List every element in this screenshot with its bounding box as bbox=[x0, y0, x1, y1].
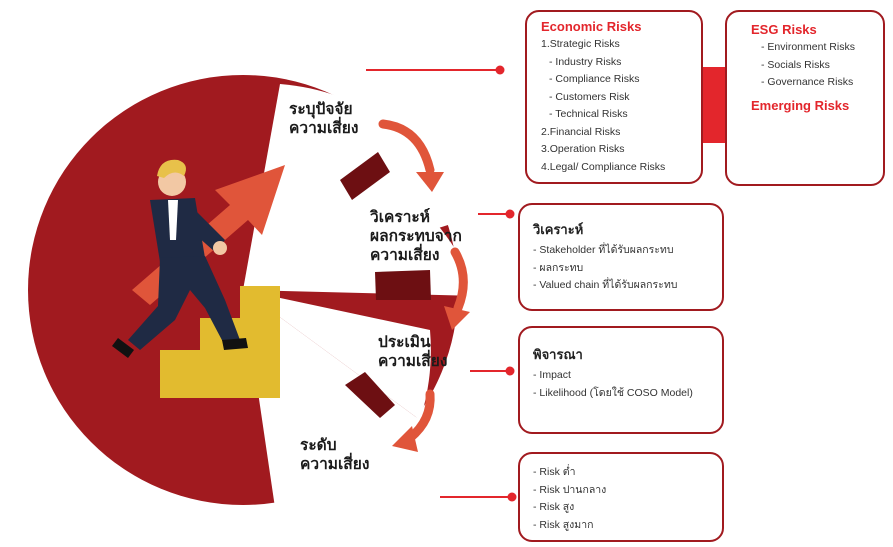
list-item: 3.Operation Risks bbox=[541, 143, 625, 155]
climber-illustration bbox=[112, 159, 285, 358]
stage-label-analyze: วิเคราะห์ ผลกระทบจาก ความเสี่ยง bbox=[370, 209, 462, 264]
stage-panel-level bbox=[243, 290, 420, 528]
list-item: - Risk สูง bbox=[533, 501, 575, 513]
list-item: - Compliance Risks bbox=[549, 73, 640, 85]
economic-risks-title: Economic Risks bbox=[541, 19, 642, 34]
arrow-head bbox=[392, 426, 418, 452]
connector-dot bbox=[505, 366, 515, 376]
separator bbox=[375, 270, 431, 300]
list-item: - Risk สูงมาก bbox=[533, 518, 594, 531]
analyze-title: วิเคราะห์ bbox=[533, 222, 584, 237]
list-item: - Technical Risks bbox=[549, 108, 628, 120]
list-item: - Risk ต่ำ bbox=[533, 466, 576, 478]
stage-label-level: ระดับ ความเสี่ยง bbox=[300, 437, 370, 473]
consider-box: พิจารณา - Impact - Likelihood (โดยใช้ CO… bbox=[518, 326, 724, 434]
stage-label-assess: ประเมิน ความเสี่ยง bbox=[378, 334, 448, 370]
list-item: 2.Financial Risks bbox=[541, 125, 621, 138]
list-item: - Risk ปานกลาง bbox=[533, 483, 607, 496]
connector-dot bbox=[495, 65, 505, 75]
list-item: - ผลกระทบ bbox=[533, 261, 584, 274]
arrow-head bbox=[444, 306, 470, 330]
economic-risks-box: Economic Risks 1.Strategic Risks - Indus… bbox=[525, 10, 703, 184]
list-item: - Likelihood (โดยใช้ COSO Model) bbox=[533, 386, 693, 399]
stage-panel-analyze bbox=[243, 178, 478, 296]
connector-dot bbox=[507, 492, 517, 502]
esg-risks-box: ESG Risks - Environment Risks - Socials … bbox=[725, 10, 885, 186]
list-item: - Valued chain ที่ได้รับผลกระทบ bbox=[533, 279, 678, 291]
list-item: - Industry Risks bbox=[549, 55, 622, 68]
stage-label-identify: ระบุปัจจัย ความเสี่ยง bbox=[289, 101, 359, 137]
list-item: - Stakeholder ที่ได้รับผลกระทบ bbox=[533, 244, 674, 256]
connector-dot bbox=[505, 209, 515, 219]
stage-panel-assess bbox=[243, 290, 431, 420]
flow-arrow bbox=[378, 119, 435, 175]
flow-arrow bbox=[450, 247, 468, 313]
risk-levels-box: - Risk ต่ำ - Risk ปานกลาง - Risk สูง - R… bbox=[518, 452, 724, 542]
list-item: 1.Strategic Risks bbox=[541, 38, 620, 50]
consider-title: พิจารณา bbox=[533, 347, 583, 362]
stairs-illustration bbox=[160, 286, 280, 398]
separator bbox=[345, 372, 395, 418]
list-item: - Impact bbox=[533, 369, 571, 381]
list-item: - Governance Risks bbox=[761, 76, 854, 88]
list-item: - Customers Risk bbox=[549, 90, 630, 103]
arrow-head bbox=[416, 172, 444, 192]
analyze-box: วิเคราะห์ - Stakeholder ที่ได้รับผลกระทบ… bbox=[518, 203, 724, 311]
list-item: - Socials Risks bbox=[761, 58, 830, 71]
list-item: 4.Legal/ Compliance Risks bbox=[541, 160, 666, 173]
emerging-risks-title: Emerging Risks bbox=[751, 97, 850, 113]
esg-risks-title: ESG Risks bbox=[751, 22, 817, 37]
separator bbox=[340, 152, 390, 200]
list-item: - Environment Risks bbox=[761, 41, 855, 53]
